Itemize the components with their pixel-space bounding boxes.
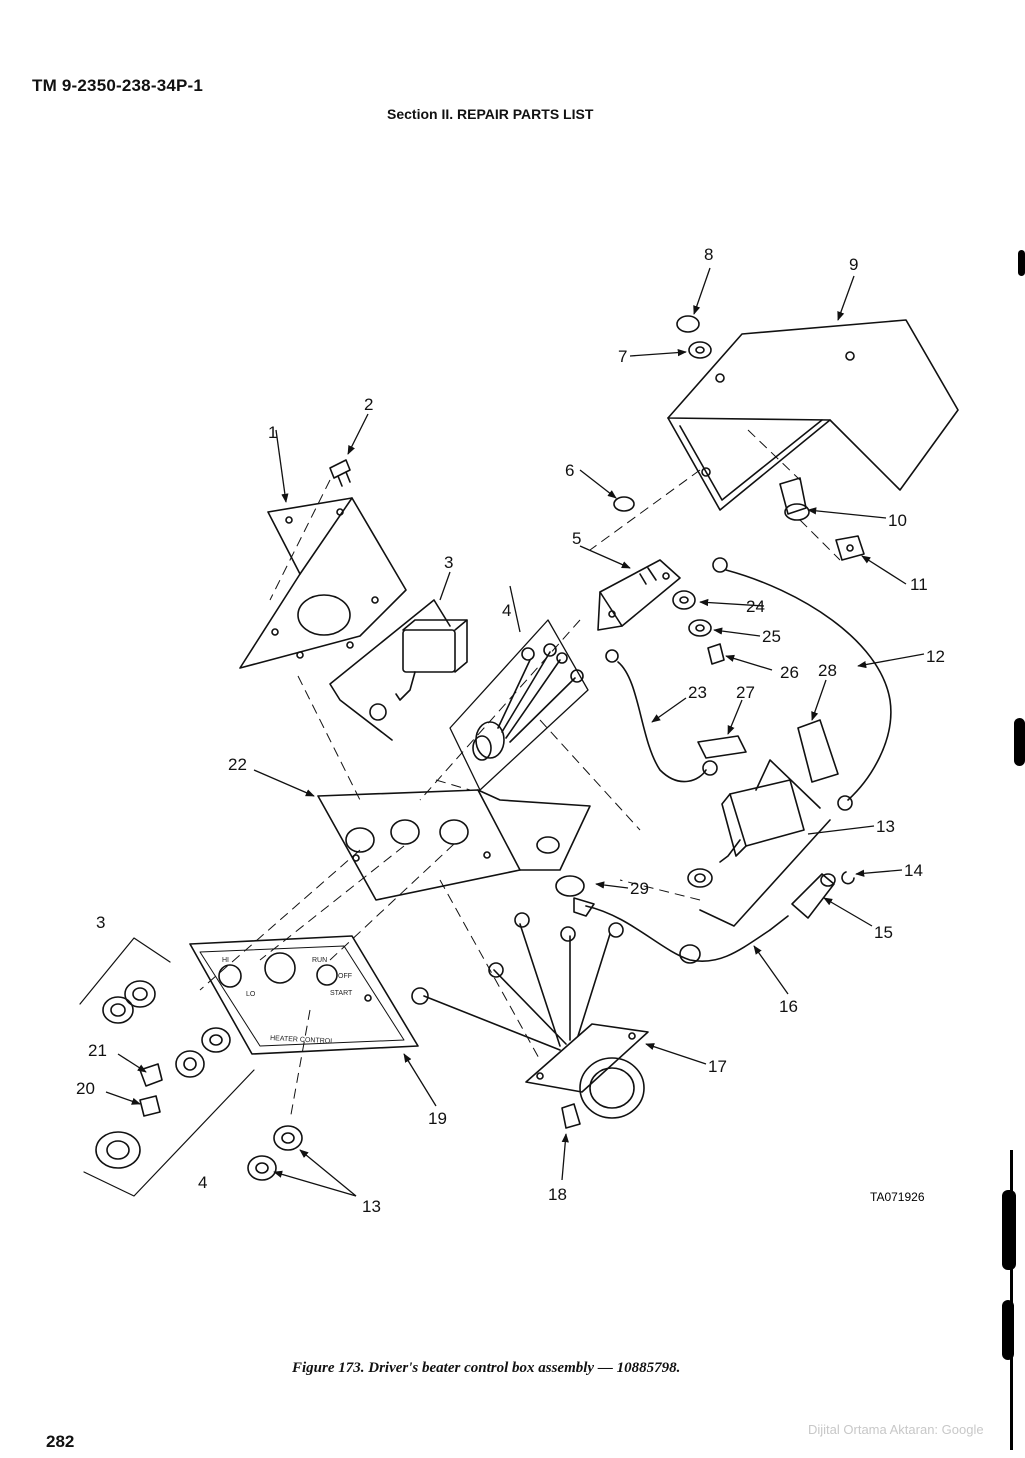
alignment-lines	[199, 429, 841, 1121]
part-bracket-28	[797, 719, 839, 783]
part-lead-23	[605, 649, 718, 783]
callout-3-upper: 3	[444, 553, 453, 572]
panel-label-hi: HI	[222, 957, 229, 964]
panel-label-off: OFF	[338, 973, 352, 980]
callout-27: 27	[736, 683, 755, 702]
callout-15: 15	[874, 923, 893, 942]
part-lead-12	[712, 557, 892, 811]
part-screw-10	[779, 477, 810, 521]
callout-2: 2	[364, 395, 373, 414]
callout-11: 11	[910, 575, 928, 594]
scan-watermark: Dijital Ortama Aktaran: Google	[808, 1422, 984, 1437]
part-toggle-switch-upper	[329, 599, 468, 741]
part-cover	[667, 319, 959, 511]
scan-edge-bar	[1010, 1150, 1013, 1450]
figure-caption: Figure 173. Driver's beater control box …	[292, 1360, 681, 1376]
callout-21: 21	[88, 1041, 107, 1060]
callout-23: 23	[688, 683, 707, 702]
part-lead-29	[555, 875, 595, 917]
callout-9: 9	[849, 255, 858, 274]
part-lead-16	[585, 905, 789, 964]
callout-14: 14	[904, 861, 923, 880]
part-nuts-lower	[79, 937, 303, 1197]
callout-26: 26	[780, 663, 799, 682]
figure-id: TA071926	[870, 1190, 925, 1204]
panel-label-run: RUN	[312, 957, 327, 964]
callout-24: 24	[746, 597, 765, 616]
panel-label-heater-control: HEATER CONTROL	[270, 1035, 334, 1045]
callout-13-right: 13	[876, 817, 895, 836]
part-mounting-plate	[317, 789, 591, 901]
callout-28: 28	[818, 661, 837, 680]
scan-edge-mark	[1018, 250, 1025, 276]
part-relay-5	[597, 559, 681, 631]
scan-edge-mark	[1002, 1190, 1016, 1270]
leader-arrows	[105, 267, 925, 1197]
callout-13-lower: 13	[362, 1197, 381, 1216]
callout-8: 8	[704, 245, 713, 264]
callout-5: 5	[572, 529, 581, 548]
callout-25: 25	[762, 627, 781, 646]
part-connector-upper	[449, 619, 589, 791]
scan-edge-mark	[1014, 718, 1025, 766]
callout-22: 22	[228, 755, 247, 774]
part-toggle-switch-right	[687, 759, 831, 927]
callout-12: 12	[926, 647, 945, 666]
part-connector-17	[411, 912, 649, 1119]
document-id: TM 9-2350-238-34P-1	[32, 76, 204, 95]
panel-label-start: START	[330, 990, 353, 997]
callout-18: 18	[548, 1185, 567, 1204]
part-angle-bracket	[239, 497, 407, 669]
callout-6: 6	[565, 461, 574, 480]
section-title: Section II. REPAIR PARTS LIST	[387, 106, 594, 122]
part-nut-washer-top	[676, 315, 712, 359]
part-plate-27	[697, 735, 747, 759]
callout-3-lower: 3	[96, 913, 105, 932]
page-number: 282	[46, 1432, 75, 1451]
part-clip-11	[835, 535, 865, 561]
callout-10: 10	[888, 511, 907, 530]
part-boot-15	[791, 873, 836, 919]
part-screw-18	[561, 1103, 581, 1129]
callout-7: 7	[618, 347, 627, 366]
callout-20: 20	[76, 1079, 95, 1098]
part-screw-2	[329, 459, 351, 487]
callout-17: 17	[708, 1057, 727, 1076]
part-washer-25	[688, 619, 712, 637]
part-heater-control-panel	[189, 935, 419, 1055]
part-nut-6	[613, 496, 635, 512]
part-spacer-24	[672, 590, 696, 610]
callout-4-upper: 4	[502, 601, 511, 620]
callout-29: 29	[630, 879, 649, 898]
callout-19: 19	[428, 1109, 447, 1128]
part-ring-14	[841, 871, 855, 885]
callout-16: 16	[779, 997, 798, 1016]
callout-4-lower: 4	[198, 1173, 207, 1192]
callout-1: 1	[268, 423, 277, 442]
panel-label-lo: LO	[246, 991, 256, 998]
part-screw-26	[707, 643, 725, 665]
